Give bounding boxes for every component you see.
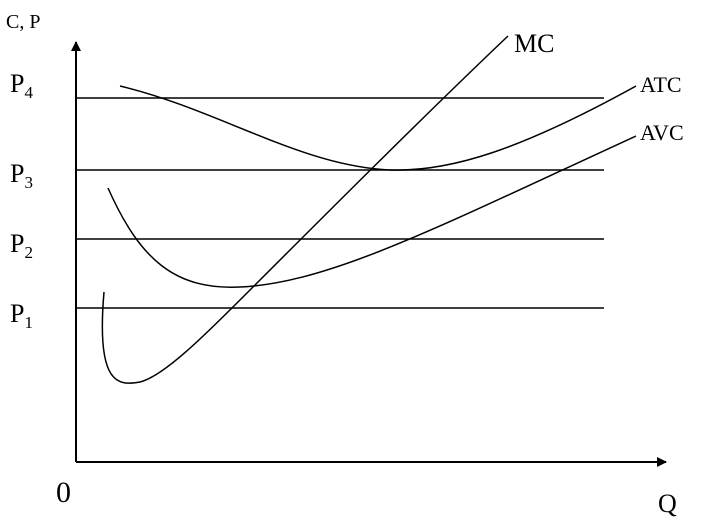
atc-curve	[119, 85, 637, 171]
p1-label: P1	[10, 299, 33, 332]
p2-label: P2	[10, 229, 33, 262]
origin-label: 0	[56, 476, 71, 509]
x-axis-label: Q	[658, 489, 677, 518]
p3-label: P3	[10, 159, 33, 192]
avc-label: AVC	[640, 120, 684, 145]
y-axis-label: C, P	[6, 11, 40, 33]
p4-label: P4	[10, 69, 33, 102]
avc-curve	[107, 135, 637, 288]
atc-label: ATC	[640, 72, 682, 97]
mc-label: MC	[514, 29, 554, 58]
mc-curve	[101, 35, 509, 384]
